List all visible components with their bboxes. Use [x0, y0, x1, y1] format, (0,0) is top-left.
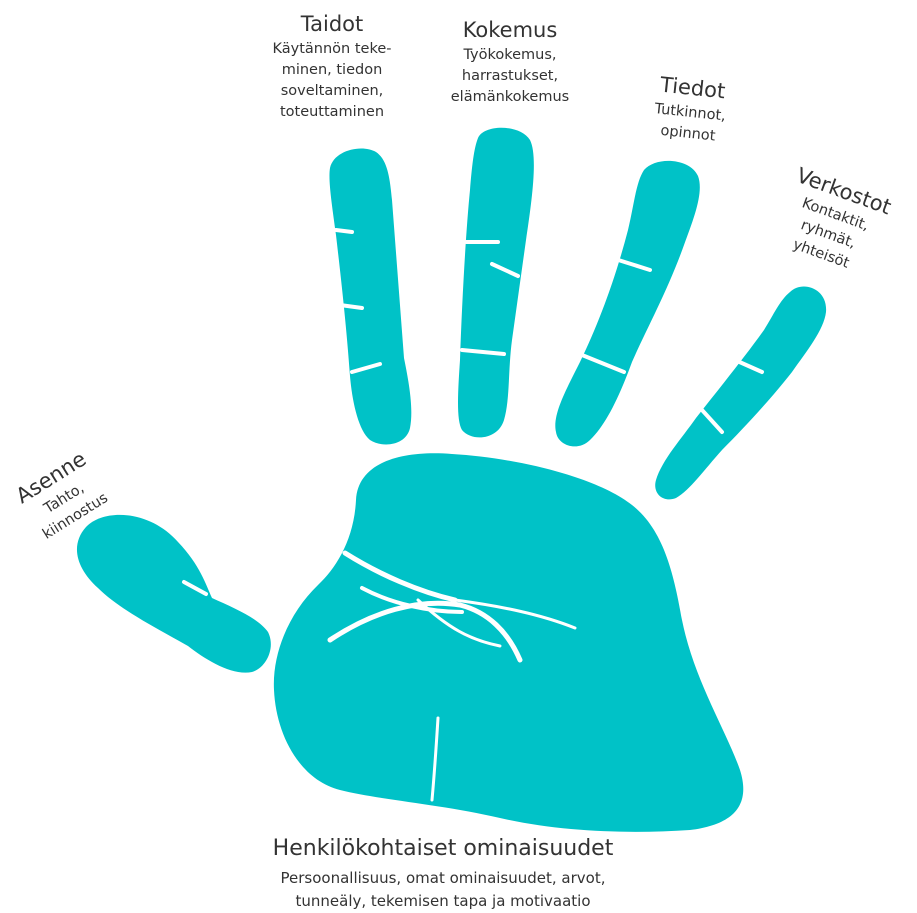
label-henkilokohtaiset: Henkilökohtaiset ominaisuudet Persoonall… — [218, 835, 668, 913]
thumb-shape — [77, 515, 271, 673]
hand-shapes — [77, 128, 826, 832]
label-taidot: Taidot Käytännön teke- minen, tiedon sov… — [252, 12, 412, 123]
label-taidot-desc: Käytännön teke- minen, tiedon soveltamin… — [252, 39, 412, 123]
label-kokemus-title: Kokemus — [430, 18, 590, 42]
middle-finger-shape — [458, 128, 534, 438]
label-henkilokohtaiset-desc: Persoonallisuus, omat ominaisuudet, arvo… — [218, 867, 668, 913]
label-tiedot: Tiedot Tutkinnot, opinnot — [635, 71, 746, 150]
label-taidot-title: Taidot — [252, 12, 412, 36]
label-kokemus-desc: Työkokemus, harrastukset, elämänkokemus — [430, 45, 590, 108]
index-finger-shape — [329, 149, 411, 445]
label-henkilokohtaiset-title: Henkilökohtaiset ominaisuudet — [218, 835, 668, 863]
pinky-finger-shape — [655, 286, 826, 499]
ring-finger-shape — [555, 161, 700, 447]
label-kokemus: Kokemus Työkokemus, harrastukset, elämän… — [430, 18, 590, 108]
